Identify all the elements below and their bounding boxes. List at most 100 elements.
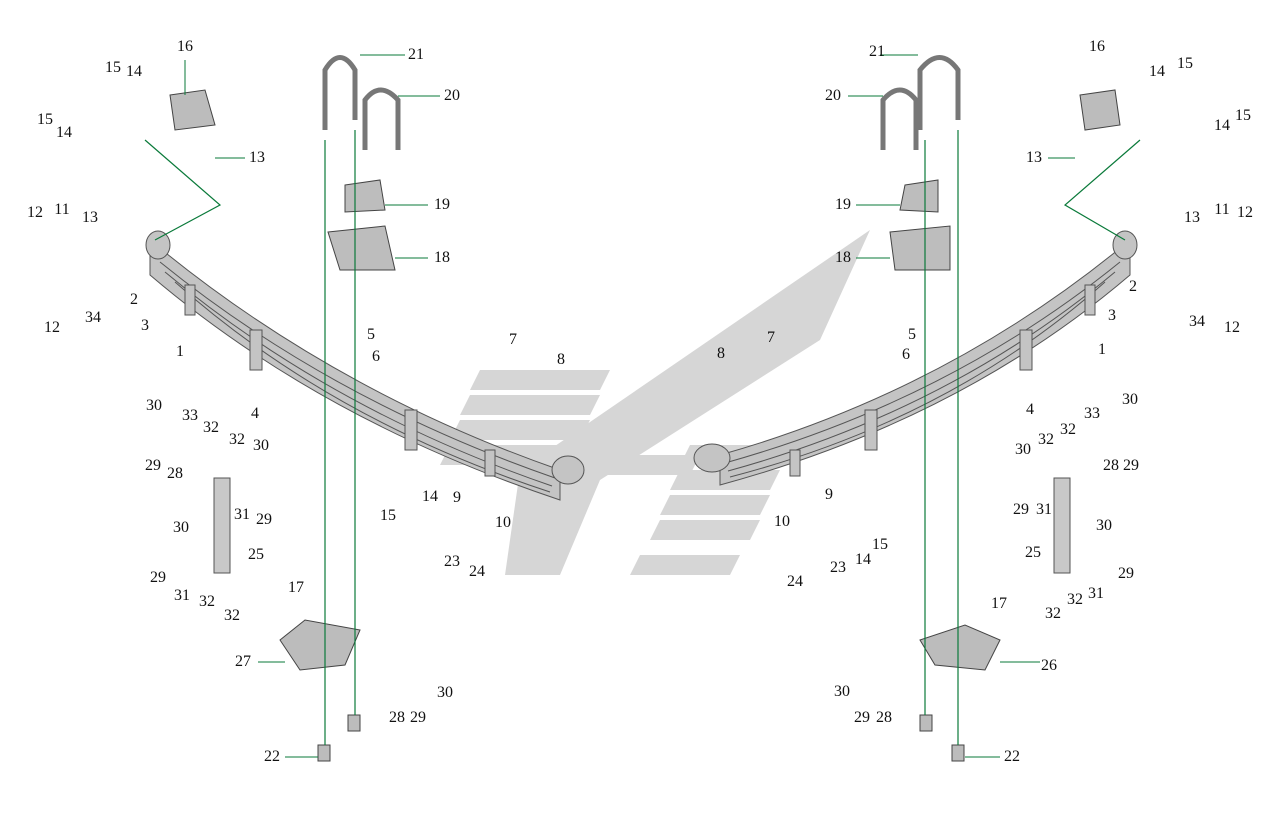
label-left-28b: 28 bbox=[389, 709, 405, 726]
left-leaf-spring bbox=[145, 230, 585, 501]
shock-absorbers bbox=[213, 477, 1071, 574]
label-right-20: 20 bbox=[825, 87, 841, 104]
label-right-30d: 30 bbox=[834, 683, 850, 700]
label-right-8: 8 bbox=[717, 345, 725, 362]
label-left-29a: 29 bbox=[145, 457, 161, 474]
label-right-32d: 32 bbox=[1045, 605, 1061, 622]
label-right-15b: 15 bbox=[1235, 107, 1251, 124]
label-left-3: 3 bbox=[141, 317, 149, 334]
label-right-10: 10 bbox=[774, 513, 790, 530]
label-left-32a: 32 bbox=[203, 419, 219, 436]
label-right-31a: 31 bbox=[1036, 501, 1052, 518]
label-right-15c: 15 bbox=[872, 536, 888, 553]
label-left-20: 20 bbox=[444, 87, 460, 104]
label-right-5: 5 bbox=[908, 326, 916, 343]
label-right-11: 11 bbox=[1214, 201, 1230, 218]
label-left-31b: 31 bbox=[174, 587, 190, 604]
label-right-26: 26 bbox=[1041, 657, 1057, 674]
label-left-33: 33 bbox=[182, 407, 198, 424]
label-left-16: 16 bbox=[177, 38, 193, 55]
label-left-18: 18 bbox=[434, 249, 450, 266]
label-left-29d: 29 bbox=[410, 709, 426, 726]
label-left-11: 11 bbox=[54, 201, 70, 218]
label-right-33: 33 bbox=[1084, 405, 1100, 422]
label-left-13a: 13 bbox=[249, 149, 265, 166]
label-left-10: 10 bbox=[495, 514, 511, 531]
label-right-9: 9 bbox=[825, 486, 833, 503]
label-right-17: 17 bbox=[991, 595, 1007, 612]
label-right-2: 2 bbox=[1129, 278, 1137, 295]
leader-lines bbox=[144, 130, 1141, 745]
label-right-30a: 30 bbox=[1122, 391, 1138, 408]
label-left-9: 9 bbox=[453, 489, 461, 506]
label-left-29c: 29 bbox=[150, 569, 166, 586]
label-left-25: 25 bbox=[248, 546, 264, 563]
label-right-22: 22 bbox=[1004, 748, 1020, 765]
label-left-6: 6 bbox=[372, 348, 380, 365]
label-left-30c: 30 bbox=[173, 519, 189, 536]
label-left-24: 24 bbox=[469, 563, 485, 580]
label-left-4: 4 bbox=[251, 405, 259, 422]
label-leaders bbox=[184, 54, 1075, 758]
label-right-32a: 32 bbox=[1060, 421, 1076, 438]
label-left-22: 22 bbox=[264, 748, 280, 765]
label-left-2: 2 bbox=[130, 291, 138, 308]
label-left-12a: 12 bbox=[27, 204, 43, 221]
label-right-12a: 12 bbox=[1237, 204, 1253, 221]
label-right-34: 34 bbox=[1189, 313, 1205, 330]
label-right-29b: 29 bbox=[1013, 501, 1029, 518]
label-right-30b: 30 bbox=[1015, 441, 1031, 458]
label-left-8: 8 bbox=[557, 351, 565, 368]
label-right-15a: 15 bbox=[1177, 55, 1193, 72]
label-right-4: 4 bbox=[1026, 401, 1034, 418]
label-right-30c: 30 bbox=[1096, 517, 1112, 534]
label-left-15b: 15 bbox=[37, 111, 53, 128]
label-left-31a: 31 bbox=[234, 506, 250, 523]
label-left-30d: 30 bbox=[437, 684, 453, 701]
label-left-12b: 12 bbox=[44, 319, 60, 336]
label-right-14c: 14 bbox=[855, 551, 871, 568]
label-left-17: 17 bbox=[288, 579, 304, 596]
label-right-12b: 12 bbox=[1224, 319, 1240, 336]
label-left-14a: 14 bbox=[126, 63, 142, 80]
label-left-14b: 14 bbox=[56, 124, 72, 141]
label-left-19: 19 bbox=[434, 196, 450, 213]
label-left-30b: 30 bbox=[253, 437, 269, 454]
u-bolts bbox=[322, 55, 961, 150]
label-left-32d: 32 bbox=[224, 607, 240, 624]
label-left-13b: 13 bbox=[82, 209, 98, 226]
watermark-logo bbox=[440, 230, 870, 575]
label-right-14b: 14 bbox=[1214, 117, 1230, 134]
label-right-28b: 28 bbox=[876, 709, 892, 726]
label-right-3: 3 bbox=[1108, 307, 1116, 324]
label-right-19: 19 bbox=[835, 196, 851, 213]
label-right-7: 7 bbox=[767, 329, 775, 346]
brackets bbox=[169, 89, 1121, 762]
right-leaf-spring bbox=[693, 230, 1138, 486]
label-right-13a: 13 bbox=[1026, 149, 1042, 166]
label-right-32b: 32 bbox=[1038, 431, 1054, 448]
label-right-24: 24 bbox=[787, 573, 803, 590]
label-left-27: 27 bbox=[235, 653, 251, 670]
label-left-5: 5 bbox=[367, 326, 375, 343]
label-left-29b: 29 bbox=[256, 511, 272, 528]
label-right-23: 23 bbox=[830, 559, 846, 576]
label-left-15c: 15 bbox=[380, 507, 396, 524]
label-left-15a: 15 bbox=[105, 59, 121, 76]
label-left-30a: 30 bbox=[146, 397, 162, 414]
label-right-6: 6 bbox=[902, 346, 910, 363]
label-left-7: 7 bbox=[509, 331, 517, 348]
label-left-21: 21 bbox=[408, 46, 424, 63]
spacer-blocks bbox=[327, 179, 951, 271]
label-left-32c: 32 bbox=[199, 593, 215, 610]
label-right-16: 16 bbox=[1089, 38, 1105, 55]
label-right-18: 18 bbox=[835, 249, 851, 266]
label-right-28a: 28 bbox=[1103, 457, 1119, 474]
label-right-25: 25 bbox=[1025, 544, 1041, 561]
label-left-23: 23 bbox=[444, 553, 460, 570]
label-left-32b: 32 bbox=[229, 431, 245, 448]
label-right-29d: 29 bbox=[854, 709, 870, 726]
label-right-21: 21 bbox=[869, 43, 885, 60]
label-right-29c: 29 bbox=[1118, 565, 1134, 582]
label-right-29a: 29 bbox=[1123, 457, 1139, 474]
